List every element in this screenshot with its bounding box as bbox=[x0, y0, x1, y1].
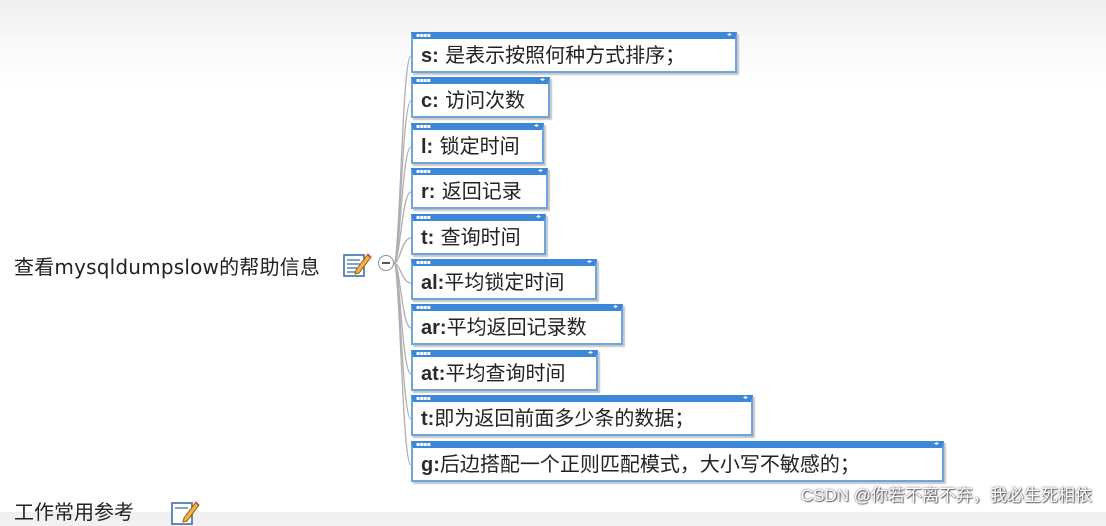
note-edit-icon[interactable] bbox=[342, 250, 372, 278]
expand-arrows-icon[interactable]: ◂▸ bbox=[933, 440, 939, 447]
child-topic-label: at:平均查询时间 bbox=[421, 361, 566, 385]
child-topic-t-rows[interactable]: ▪▪▪▪ ◂▸ t:即为返回前面多少条的数据； bbox=[411, 395, 753, 436]
parent-topic[interactable]: 查看mysqldumpslow的帮助信息 bbox=[14, 250, 320, 280]
expand-arrows-icon[interactable]: ◂▸ bbox=[535, 213, 541, 220]
next-topic[interactable]: 工作常用参考 bbox=[14, 496, 134, 525]
child-topic-l[interactable]: ▪▪▪▪ ◂▸ l: 锁定时间 bbox=[411, 123, 544, 164]
child-topic-label: s: 是表示按照何种方式排序； bbox=[421, 43, 686, 67]
topic-grip-icon: ▪▪▪▪ bbox=[416, 214, 431, 221]
child-topic-c[interactable]: ▪▪▪▪ ◂▸ c: 访问次数 bbox=[411, 77, 550, 118]
expand-arrows-icon[interactable]: ◂▸ bbox=[586, 258, 592, 265]
expand-arrows-icon[interactable]: ◂▸ bbox=[742, 394, 748, 401]
expand-arrows-icon[interactable]: ◂▸ bbox=[539, 76, 545, 83]
expand-arrows-icon[interactable]: ◂▸ bbox=[726, 31, 732, 38]
topic-grip-icon: ▪▪▪▪ bbox=[416, 123, 431, 130]
child-topic-at[interactable]: ▪▪▪▪ ◂▸ at:平均查询时间 bbox=[411, 350, 598, 391]
child-topic-r[interactable]: ▪▪▪▪ ◂▸ r: 返回记录 bbox=[411, 168, 548, 209]
child-topic-label: g:后边搭配一个正则匹配模式，大小写不敏感的； bbox=[421, 452, 860, 476]
child-topic-label: t:即为返回前面多少条的数据； bbox=[421, 406, 695, 430]
child-topic-g[interactable]: ▪▪▪▪ ◂▸ g:后边搭配一个正则匹配模式，大小写不敏感的； bbox=[411, 441, 944, 482]
child-topic-s[interactable]: ▪▪▪▪ ◂▸ s: 是表示按照何种方式排序； bbox=[411, 32, 737, 73]
child-topic-ar[interactable]: ▪▪▪▪ ◂▸ ar:平均返回记录数 bbox=[411, 304, 623, 345]
topic-grip-icon: ▪▪▪▪ bbox=[416, 350, 431, 357]
child-topic-label: r: 返回记录 bbox=[421, 179, 522, 203]
child-topic-label: ar:平均返回记录数 bbox=[421, 315, 587, 339]
topic-grip-icon: ▪▪▪▪ bbox=[416, 259, 431, 266]
topic-grip-icon: ▪▪▪▪ bbox=[416, 32, 431, 39]
child-topic-label: al:平均锁定时间 bbox=[421, 270, 565, 294]
child-topic-label: l: 锁定时间 bbox=[421, 134, 520, 158]
expand-arrows-icon[interactable]: ◂▸ bbox=[612, 303, 618, 310]
parent-topic-label: 查看mysqldumpslow的帮助信息 bbox=[14, 254, 321, 279]
child-topic-label: c: 访问次数 bbox=[421, 88, 526, 112]
child-topic-t[interactable]: ▪▪▪▪ ◂▸ t: 查询时间 bbox=[411, 214, 546, 255]
expand-arrows-icon[interactable]: ◂▸ bbox=[587, 349, 593, 356]
note-edit-icon[interactable] bbox=[170, 498, 200, 526]
topic-grip-icon: ▪▪▪▪ bbox=[416, 441, 431, 448]
expand-arrows-icon[interactable]: ◂▸ bbox=[533, 122, 539, 129]
topic-grip-icon: ▪▪▪▪ bbox=[416, 77, 431, 84]
topic-grip-icon: ▪▪▪▪ bbox=[416, 168, 431, 175]
expand-arrows-icon[interactable]: ◂▸ bbox=[537, 167, 543, 174]
child-topic-al[interactable]: ▪▪▪▪ ◂▸ al:平均锁定时间 bbox=[411, 259, 597, 300]
watermark: CSDN @你若不离不弃，我必生死相依 bbox=[800, 486, 1092, 505]
collapse-minus-icon[interactable] bbox=[378, 255, 394, 271]
next-topic-label: 工作常用参考 bbox=[14, 500, 134, 524]
topic-grip-icon: ▪▪▪▪ bbox=[416, 304, 431, 311]
child-topic-label: t: 查询时间 bbox=[421, 225, 521, 249]
topic-grip-icon: ▪▪▪▪ bbox=[416, 395, 431, 402]
